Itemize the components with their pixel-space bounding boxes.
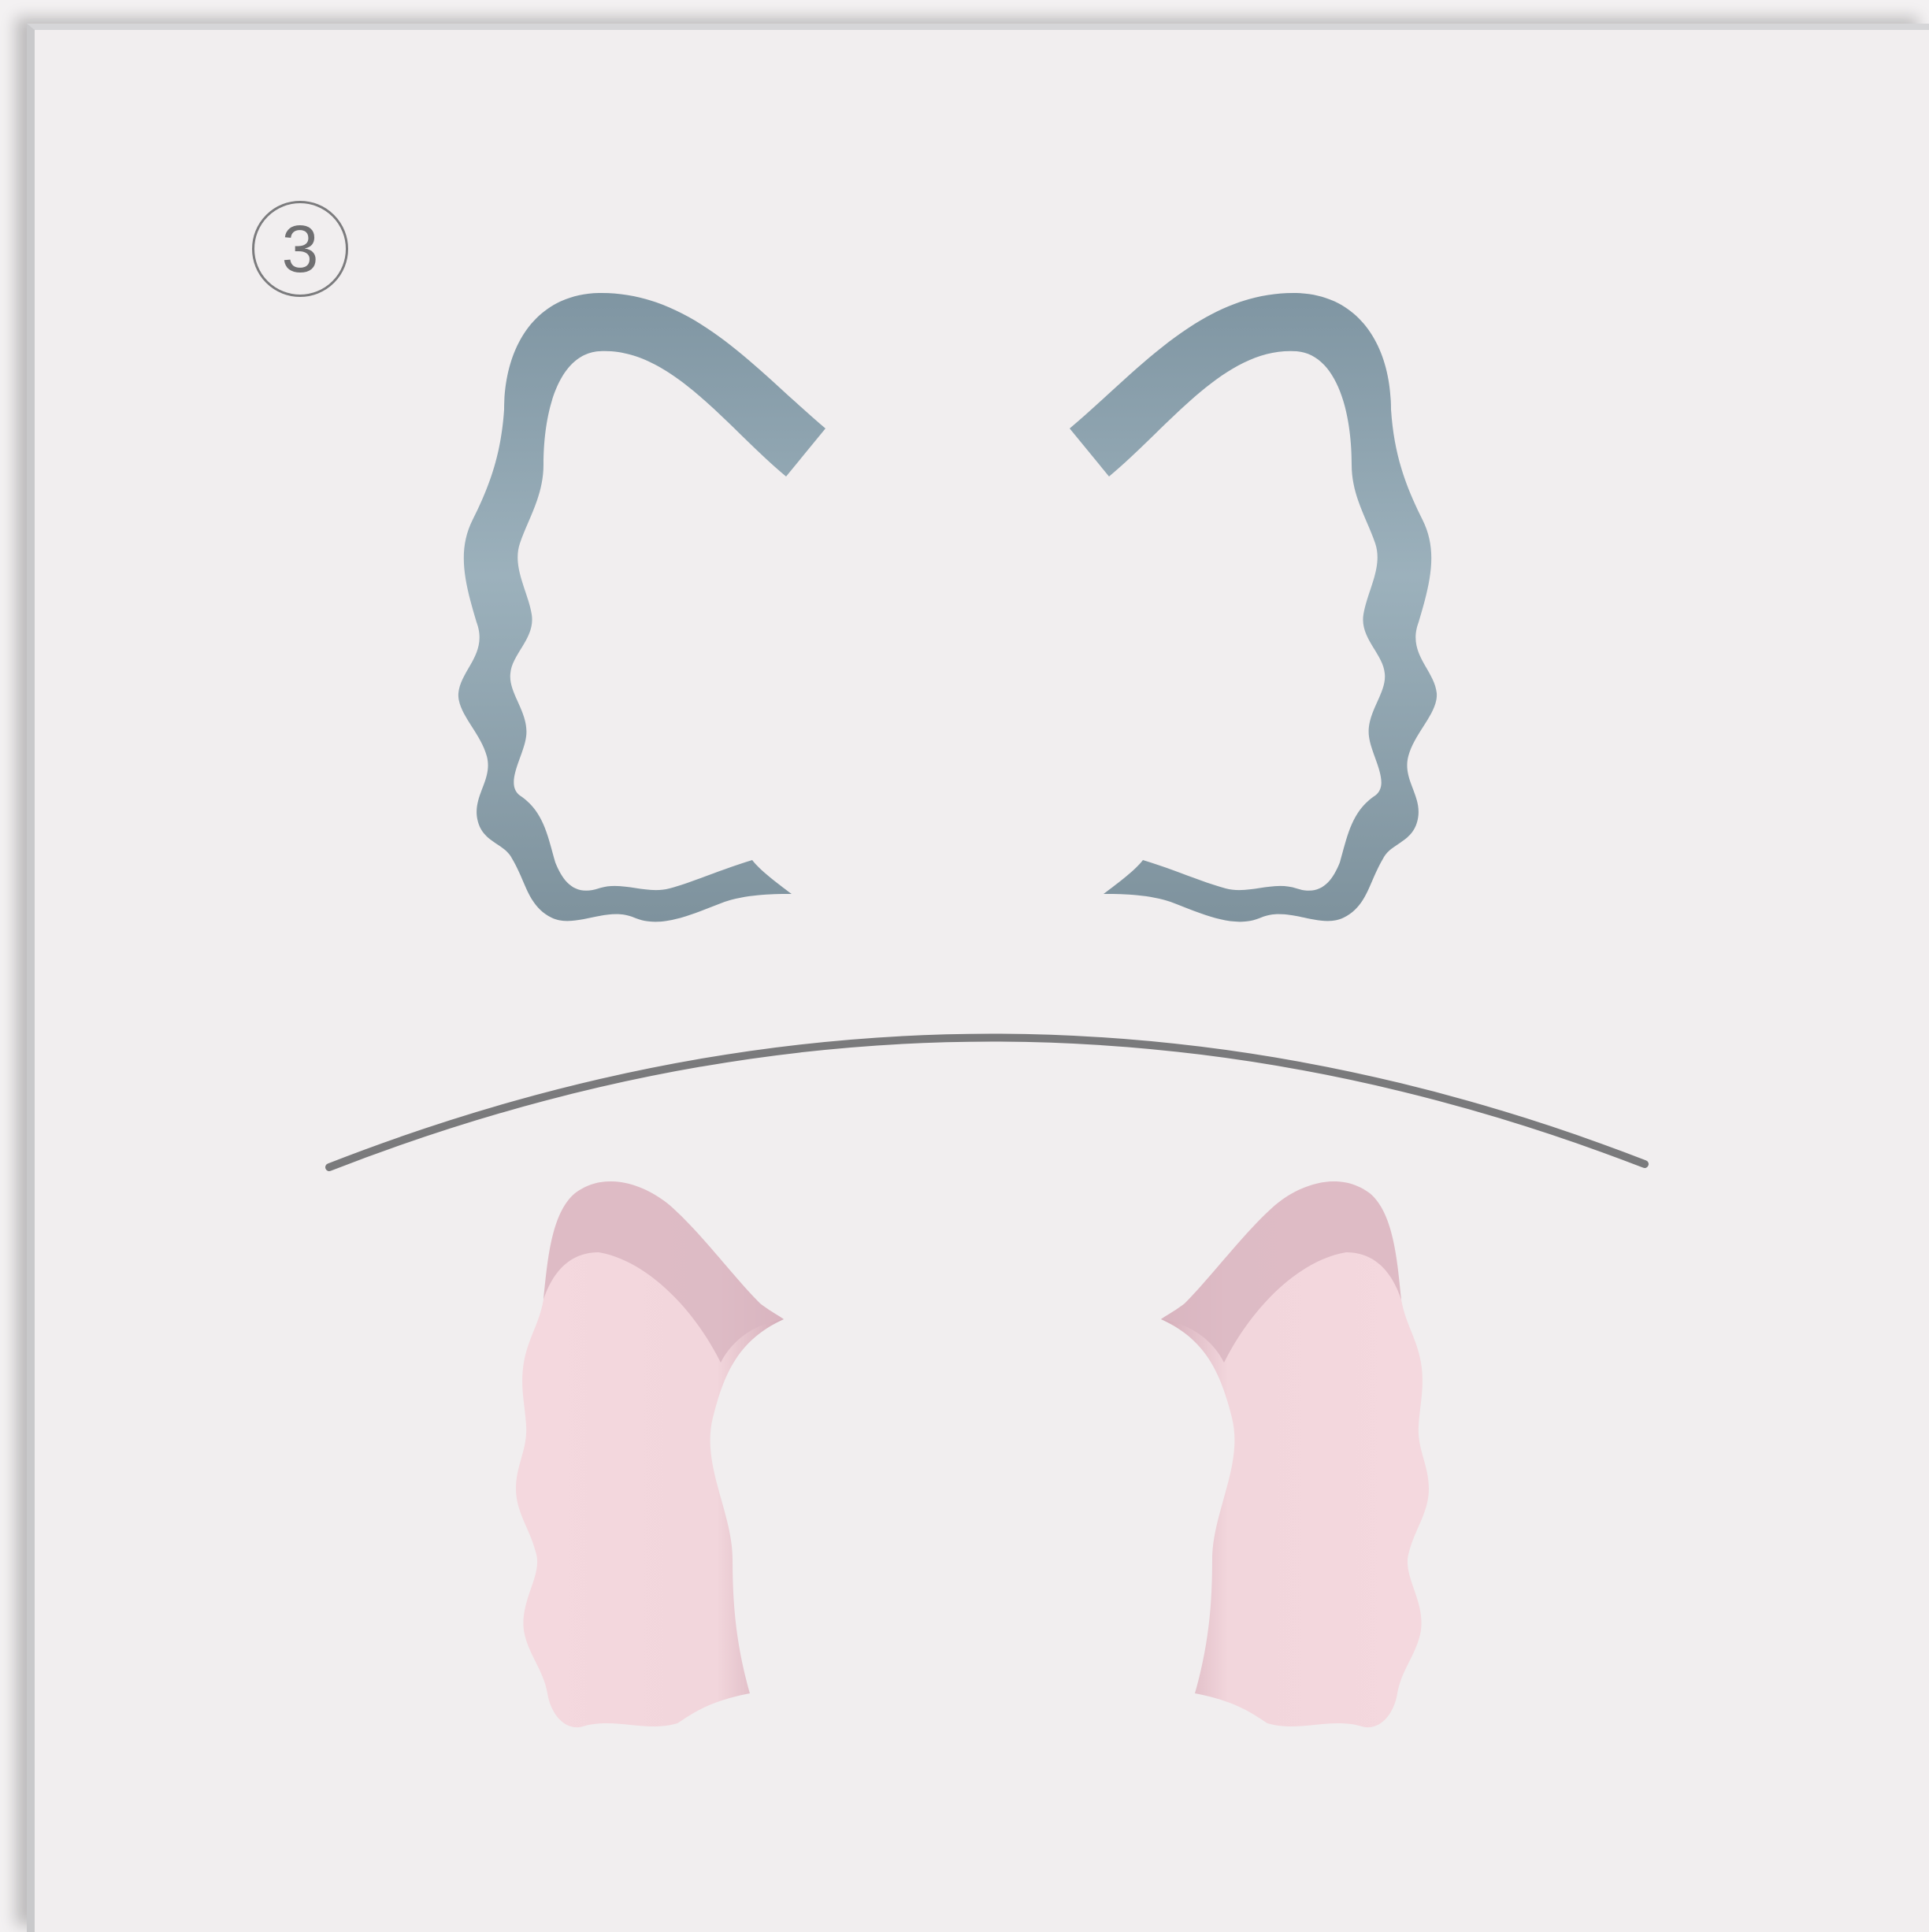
right-ear-outline-icon xyxy=(1070,293,1437,922)
right-inner-ear-icon xyxy=(1161,1181,1429,1727)
left-inner-ear-icon xyxy=(516,1181,784,1727)
guide-arc-line xyxy=(329,1037,1645,1167)
left-ear-outline-icon xyxy=(458,293,825,922)
